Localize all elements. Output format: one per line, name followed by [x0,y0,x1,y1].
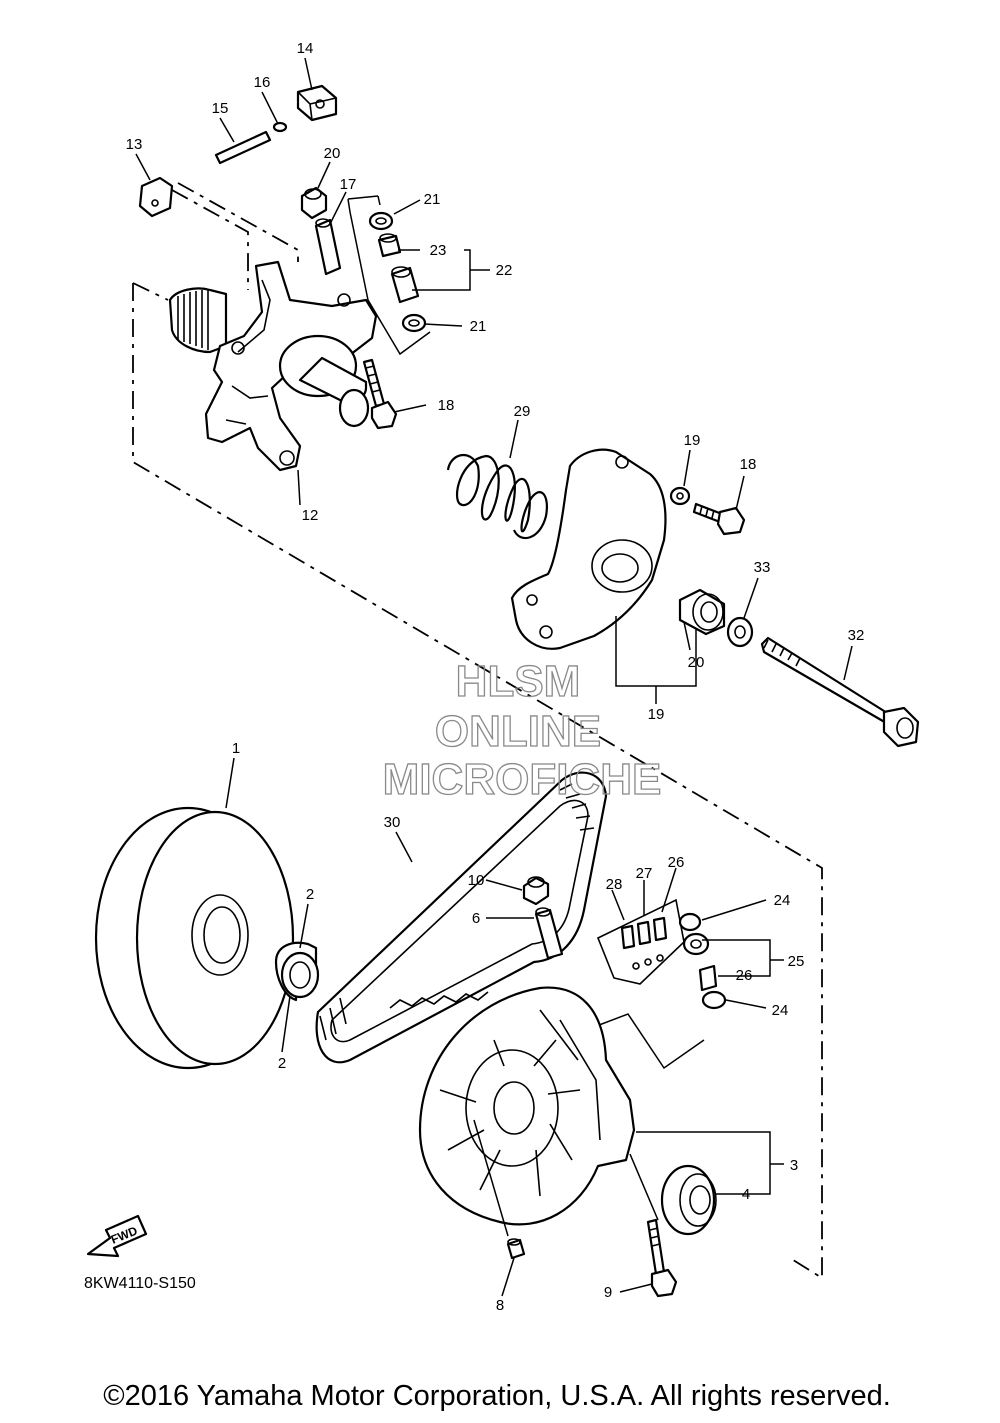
sheave-1 [94,806,295,1070]
bushing-set-22 [368,211,427,333]
callout-3: 3 [790,1157,798,1174]
callout-24-bottom: 24 [772,1002,789,1019]
callout-20: 19 [684,432,701,449]
diagram-code: 8KW4110-S150 [84,1275,196,1292]
o-ring-13 [272,121,288,133]
callout-labels: 14 16 15 13 20 17 21 23 22 21 18 12 29 1… [126,40,865,1314]
callout-4: 4 [742,1186,750,1203]
bushing-2 [274,941,320,1002]
collar-8 [522,876,550,906]
callout-12: 15 [212,100,229,117]
callout-31: 30 [384,814,401,831]
callout-7: 9 [604,1284,612,1301]
callout-29: 28 [606,876,623,893]
callout-2-bottom: 2 [278,1055,286,1072]
watermark: HLSM ONLINE MICROFICHE [382,656,662,804]
clip-11 [296,84,338,122]
bolt-19 [692,502,746,536]
callout-28: 27 [636,865,653,882]
callout-23: 23 [430,242,447,259]
callout-8: 10 [468,872,485,889]
weight-10 [138,176,174,218]
seal-4 [660,1164,717,1236]
callout-32: 32 [848,627,865,644]
fwd-arrow-icon: FWD [86,1214,148,1258]
callout-13: 16 [254,74,271,91]
callout-6: 8 [496,1297,504,1314]
collar-16 [300,186,328,220]
leader-lines [135,57,853,1297]
callout-33: 33 [754,559,771,576]
callout-21-bottom: 21 [470,318,487,335]
assembly-outline [132,182,823,1280]
callout-1: 1 [232,740,240,757]
pin-5 [534,907,564,960]
callout-10: 13 [126,136,143,153]
callout-26: 26 [736,967,753,984]
bolt-7 [646,1218,678,1298]
bolt-32 [760,636,920,748]
cover-17 [510,448,667,650]
callout-5: 6 [472,910,480,927]
spider-shaft-9 [168,260,378,472]
callout-16: 20 [324,145,341,162]
callout-14: 17 [340,176,357,193]
callout-30: 29 [514,403,531,420]
callout-27: 26 [668,854,685,871]
pin-set-25 [596,898,727,1010]
pin-12 [214,130,272,165]
belt-31 [315,771,608,1064]
washer-20 [669,486,691,506]
spring-30 [446,454,548,540]
callout-22: 22 [496,262,513,279]
plug-6 [506,1238,526,1260]
watermark-line1: HLSM [456,657,581,706]
callout-9: 12 [302,507,319,524]
pin-14 [314,218,342,276]
callout-19: 18 [740,456,757,473]
callout-17: 19 [648,706,665,723]
callout-2-top: 2 [306,886,314,903]
callout-25: 25 [788,953,805,970]
bushing-18 [678,588,726,636]
callout-24-top: 24 [774,892,791,909]
washer-33 [726,616,754,648]
callout-18: 20 [688,654,705,671]
secondary-sheave-3 [418,986,636,1226]
callout-11: 14 [297,40,314,57]
callout-15: 18 [438,397,455,414]
watermark-line2: ONLINE [435,707,601,756]
watermark-line3: MICROFICHE [383,755,662,804]
callout-21-top: 21 [424,191,441,208]
copyright-notice: ©2016 Yamaha Motor Corporation, U.S.A. A… [103,1380,891,1412]
bolt-15 [362,358,398,430]
